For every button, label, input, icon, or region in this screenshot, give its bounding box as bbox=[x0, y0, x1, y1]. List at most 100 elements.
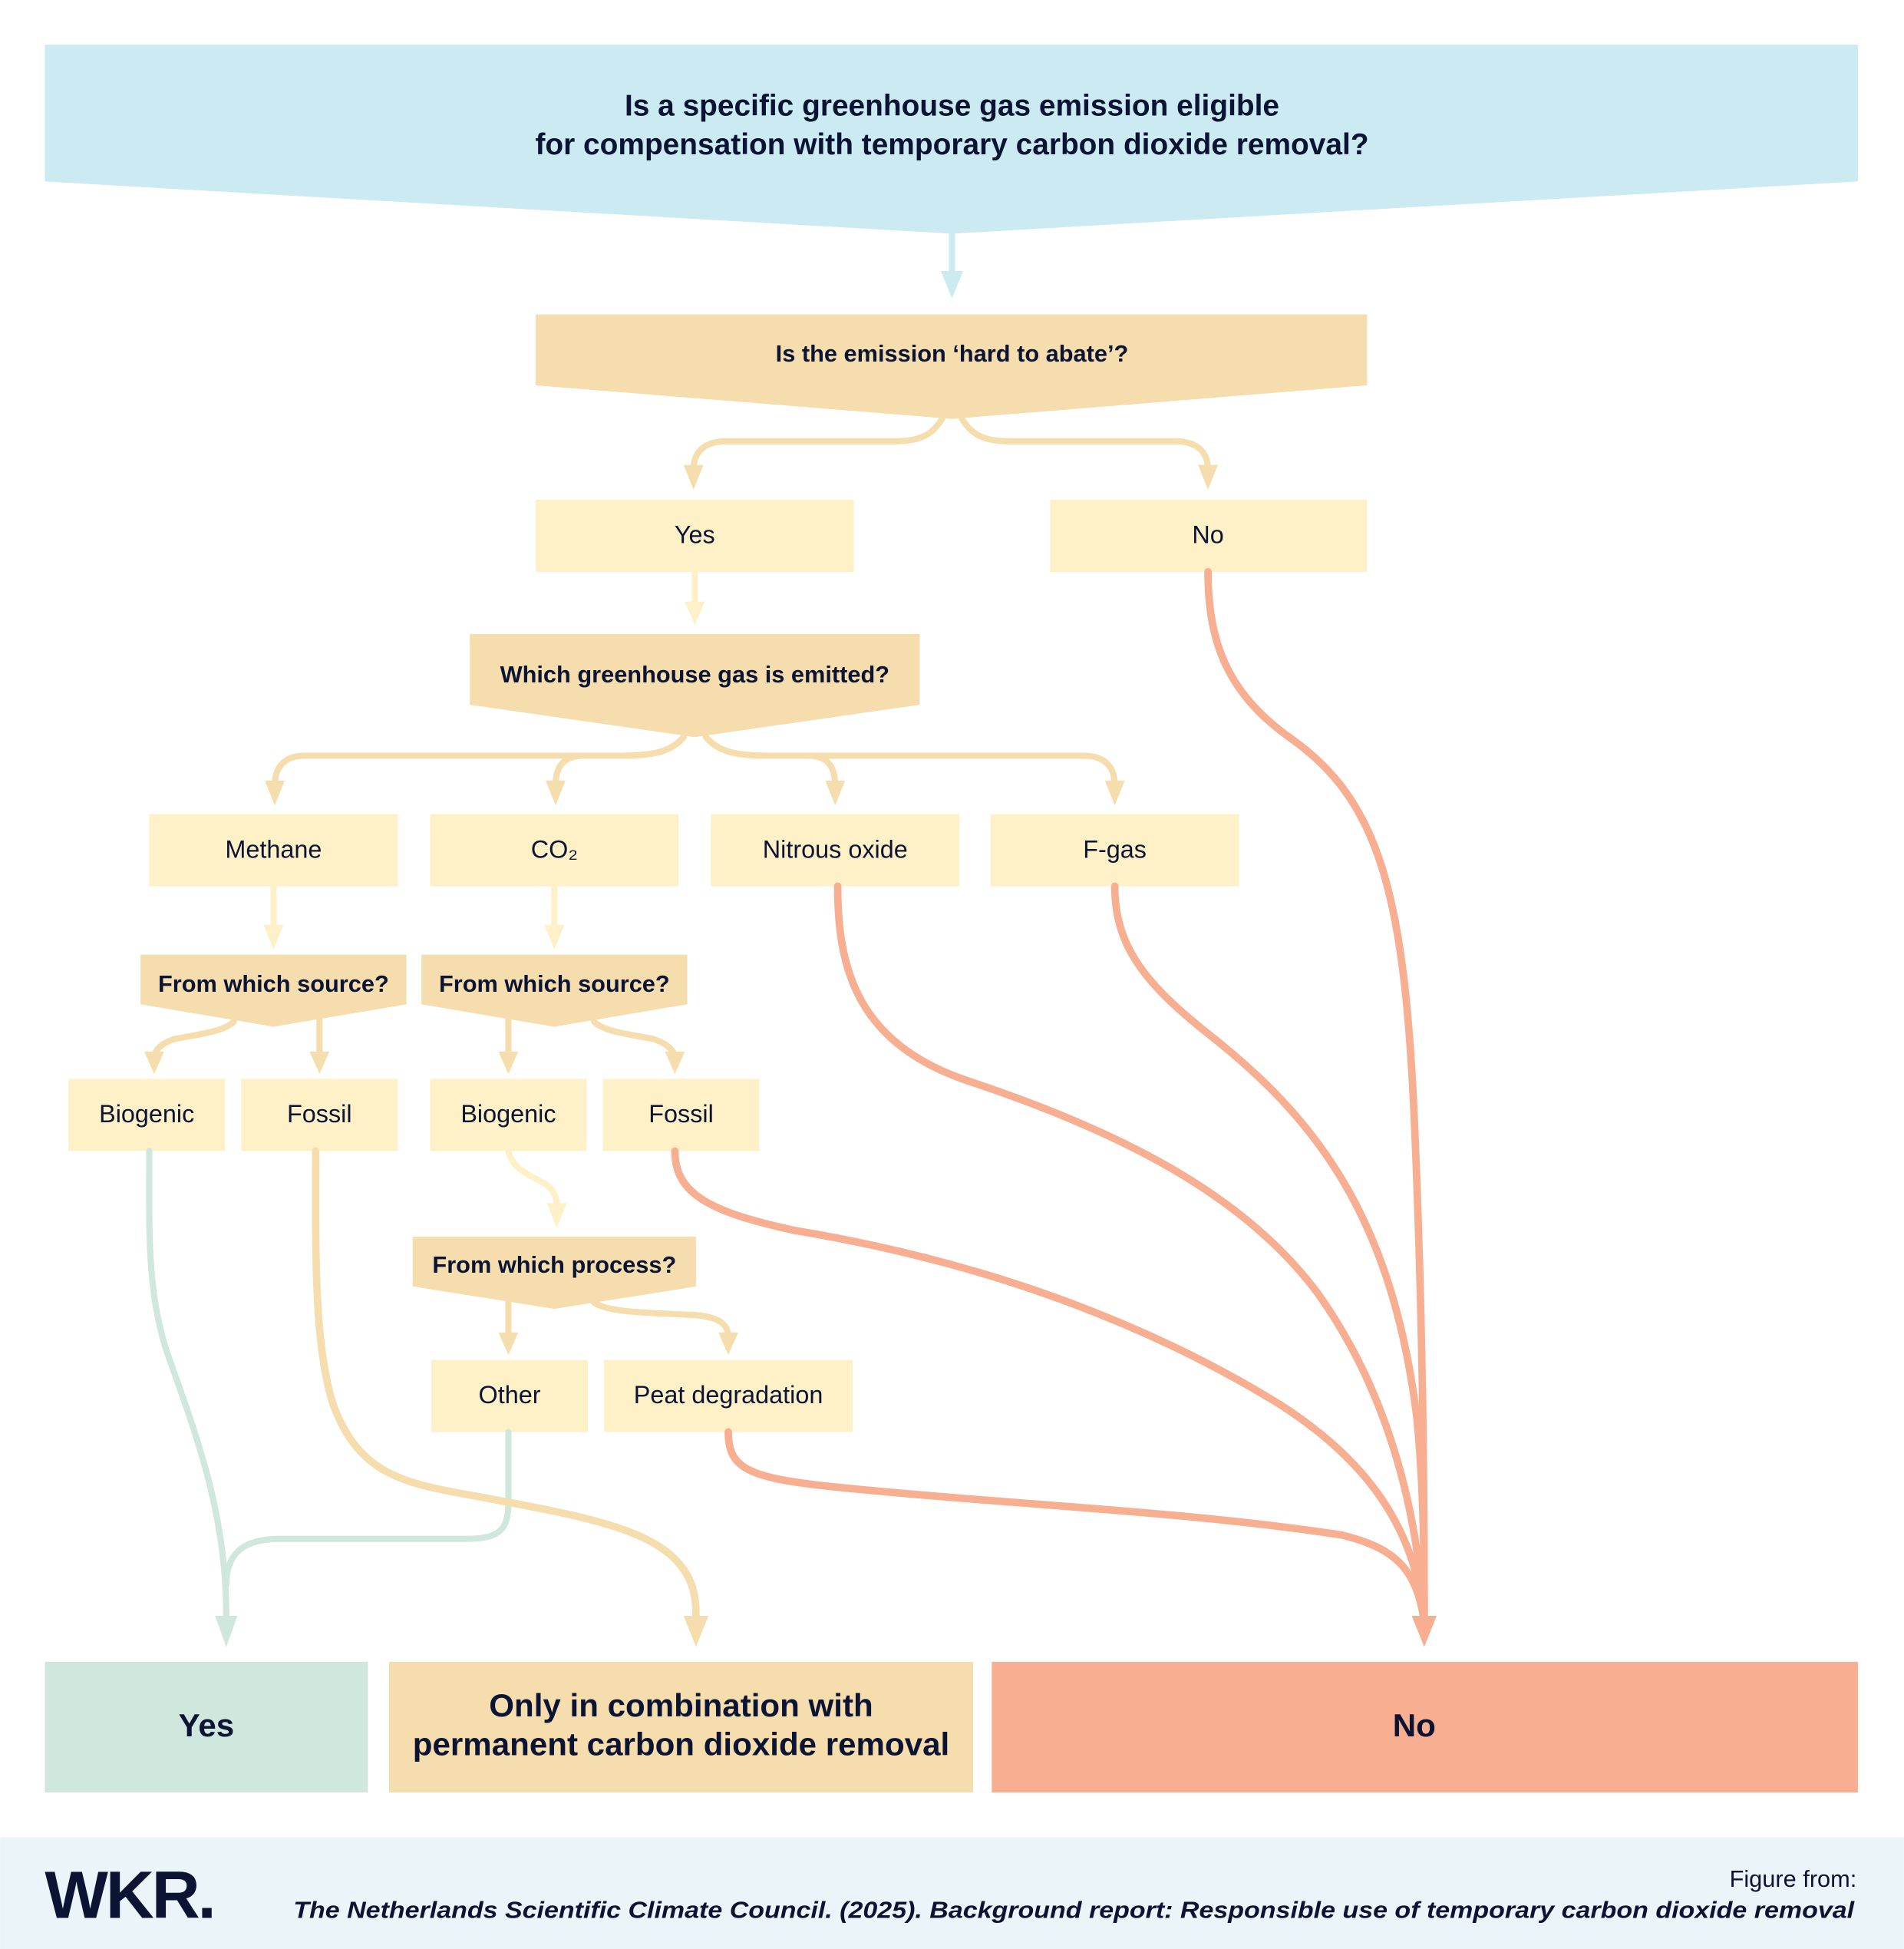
answer-peat-degradation-label: Peat degradation bbox=[634, 1381, 823, 1409]
arrowhead-icon bbox=[546, 1203, 567, 1228]
arrow-title-to-hard-to-abate bbox=[940, 230, 964, 299]
outcome-combination-line-2: permanent carbon dioxide removal bbox=[413, 1726, 949, 1762]
arrowhead-icon bbox=[683, 464, 704, 490]
question-co2-source: From which source? bbox=[421, 954, 688, 1027]
arrowhead-icon bbox=[498, 1332, 519, 1355]
wkr-logo: WKR. bbox=[45, 1858, 213, 1933]
arrowhead-icon bbox=[683, 1616, 709, 1647]
answer-f-gas-box bbox=[990, 814, 1239, 887]
question-which-gas-label: Which greenhouse gas is emitted? bbox=[500, 661, 889, 688]
question-co2-process: From which process? bbox=[412, 1237, 696, 1310]
arrowhead-icon bbox=[1104, 780, 1125, 806]
answer-co2-biogenic: Biogenic bbox=[430, 1079, 587, 1151]
arrowhead-icon bbox=[309, 1051, 330, 1075]
question-co2-source-shape bbox=[421, 954, 688, 1027]
arrowhead-icon bbox=[665, 1051, 685, 1075]
answer-methane-biogenic-label: Biogenic bbox=[99, 1100, 194, 1128]
answer-nitrous-oxide-label: Nitrous oxide bbox=[763, 835, 908, 863]
paths-to-no bbox=[671, 568, 1428, 1626]
arrowhead-icon bbox=[265, 780, 285, 806]
answer-methane-fossil-label: Fossil bbox=[287, 1100, 352, 1128]
answer-other-label: Other bbox=[479, 1381, 541, 1409]
question-methane-source: From which source? bbox=[140, 954, 407, 1027]
arrowhead-icon bbox=[498, 1051, 519, 1075]
answer-co2-fossil: Fossil bbox=[602, 1079, 760, 1151]
title-line-2: for compensation with temporary carbon d… bbox=[535, 128, 1368, 161]
arrowhead-icon bbox=[940, 270, 964, 299]
answer-yes-label: Yes bbox=[675, 521, 715, 549]
answer-co2-box bbox=[430, 814, 679, 887]
answer-co2-fossil-label: Fossil bbox=[648, 1100, 714, 1128]
answer-yes: Yes bbox=[536, 499, 854, 572]
question-co2-process-shape bbox=[412, 1237, 696, 1310]
question-hard-to-abate-label: Is the emission ‘hard to abate’? bbox=[776, 340, 1129, 367]
arrows-source bbox=[150, 1016, 678, 1062]
answer-no-label: No bbox=[1192, 521, 1223, 549]
title-banner-shape bbox=[45, 45, 1858, 234]
outcome-combination: Only in combination with permanent carbo… bbox=[388, 1661, 974, 1792]
answer-methane-fossil: Fossil bbox=[241, 1079, 398, 1151]
question-which-gas-shape bbox=[470, 633, 920, 738]
answer-co2-label: CO₂ bbox=[531, 835, 578, 863]
answer-nitrous-oxide: Nitrous oxide bbox=[711, 814, 960, 887]
question-methane-source-shape bbox=[140, 954, 407, 1027]
question-co2-process-label: From which process? bbox=[432, 1251, 676, 1278]
outcome-combination-line-1: Only in combination with bbox=[489, 1687, 873, 1723]
path-methane-fossil-to-combination bbox=[312, 1147, 700, 1626]
question-hard-to-abate: Is the emission ‘hard to abate’? bbox=[536, 314, 1368, 419]
outcome-yes: Yes bbox=[45, 1661, 368, 1792]
arrowhead-icon bbox=[1198, 464, 1219, 490]
answer-methane-box bbox=[149, 814, 398, 887]
answer-co2-biogenic-label: Biogenic bbox=[460, 1100, 556, 1128]
arrowhead-icon bbox=[1411, 1616, 1437, 1647]
title-line-1: Is a specific greenhouse gas emission el… bbox=[625, 90, 1279, 123]
answer-other: Other bbox=[431, 1359, 589, 1432]
arrowhead-icon bbox=[544, 924, 565, 950]
outcome-no-box bbox=[992, 1661, 1858, 1792]
answer-no-box bbox=[1050, 499, 1368, 572]
arrowhead-icon bbox=[685, 601, 705, 626]
outcome-no-label: No bbox=[1393, 1707, 1436, 1743]
answer-methane: Methane bbox=[149, 814, 398, 887]
arrowhead-icon bbox=[215, 1616, 238, 1647]
arrowhead-icon bbox=[263, 924, 284, 950]
answer-yes-box bbox=[536, 499, 854, 572]
footer: WKR. Figure from: The Netherlands Scient… bbox=[0, 1837, 1904, 1949]
answer-peat-degradation: Peat degradation bbox=[604, 1359, 853, 1432]
answer-methane-biogenic-box bbox=[68, 1079, 226, 1151]
arrowhead-icon bbox=[546, 780, 566, 806]
outcome-yes-box bbox=[45, 1661, 368, 1792]
arrow-co2-biogenic-to-process bbox=[505, 1148, 560, 1211]
answer-f-gas-label: F-gas bbox=[1083, 835, 1147, 863]
outcome-no: No bbox=[992, 1661, 1858, 1792]
question-which-gas: Which greenhouse gas is emitted? bbox=[470, 633, 920, 738]
figure-from-label: Figure from: bbox=[1730, 1865, 1857, 1892]
answer-no: No bbox=[1050, 499, 1368, 572]
answer-peat-degradation-box bbox=[604, 1359, 853, 1432]
answer-other-box bbox=[431, 1359, 589, 1432]
answer-co2-biogenic-box bbox=[430, 1079, 587, 1151]
arrows-process bbox=[505, 1297, 732, 1341]
question-methane-source-label: From which source? bbox=[158, 970, 389, 997]
answer-co2-fossil-box bbox=[602, 1079, 760, 1151]
answer-methane-biogenic: Biogenic bbox=[68, 1079, 226, 1151]
arrowhead-icon bbox=[825, 780, 846, 806]
answer-f-gas: F-gas bbox=[990, 814, 1239, 887]
question-hard-to-abate-shape bbox=[536, 314, 1368, 419]
answer-nitrous-oxide-box bbox=[711, 814, 960, 887]
outcome-combination-box bbox=[388, 1661, 974, 1792]
question-co2-source-label: From which source? bbox=[439, 970, 670, 997]
footer-background bbox=[0, 1837, 1904, 1949]
answer-methane-label: Methane bbox=[225, 835, 322, 863]
answer-co2: CO₂ bbox=[430, 814, 679, 887]
answer-methane-fossil-box bbox=[241, 1079, 398, 1151]
arrows-which-gas bbox=[271, 734, 1118, 789]
outcome-yes-label: Yes bbox=[179, 1707, 235, 1743]
arrowhead-icon bbox=[718, 1332, 738, 1355]
arrows-hard-to-abate bbox=[690, 415, 1212, 474]
paths-to-yes bbox=[146, 1148, 512, 1620]
title-banner: Is a specific greenhouse gas emission el… bbox=[45, 45, 1858, 234]
arrowhead-icon bbox=[144, 1051, 164, 1075]
figure-citation: The Netherlands Scientific Climate Counc… bbox=[293, 1897, 1855, 1924]
